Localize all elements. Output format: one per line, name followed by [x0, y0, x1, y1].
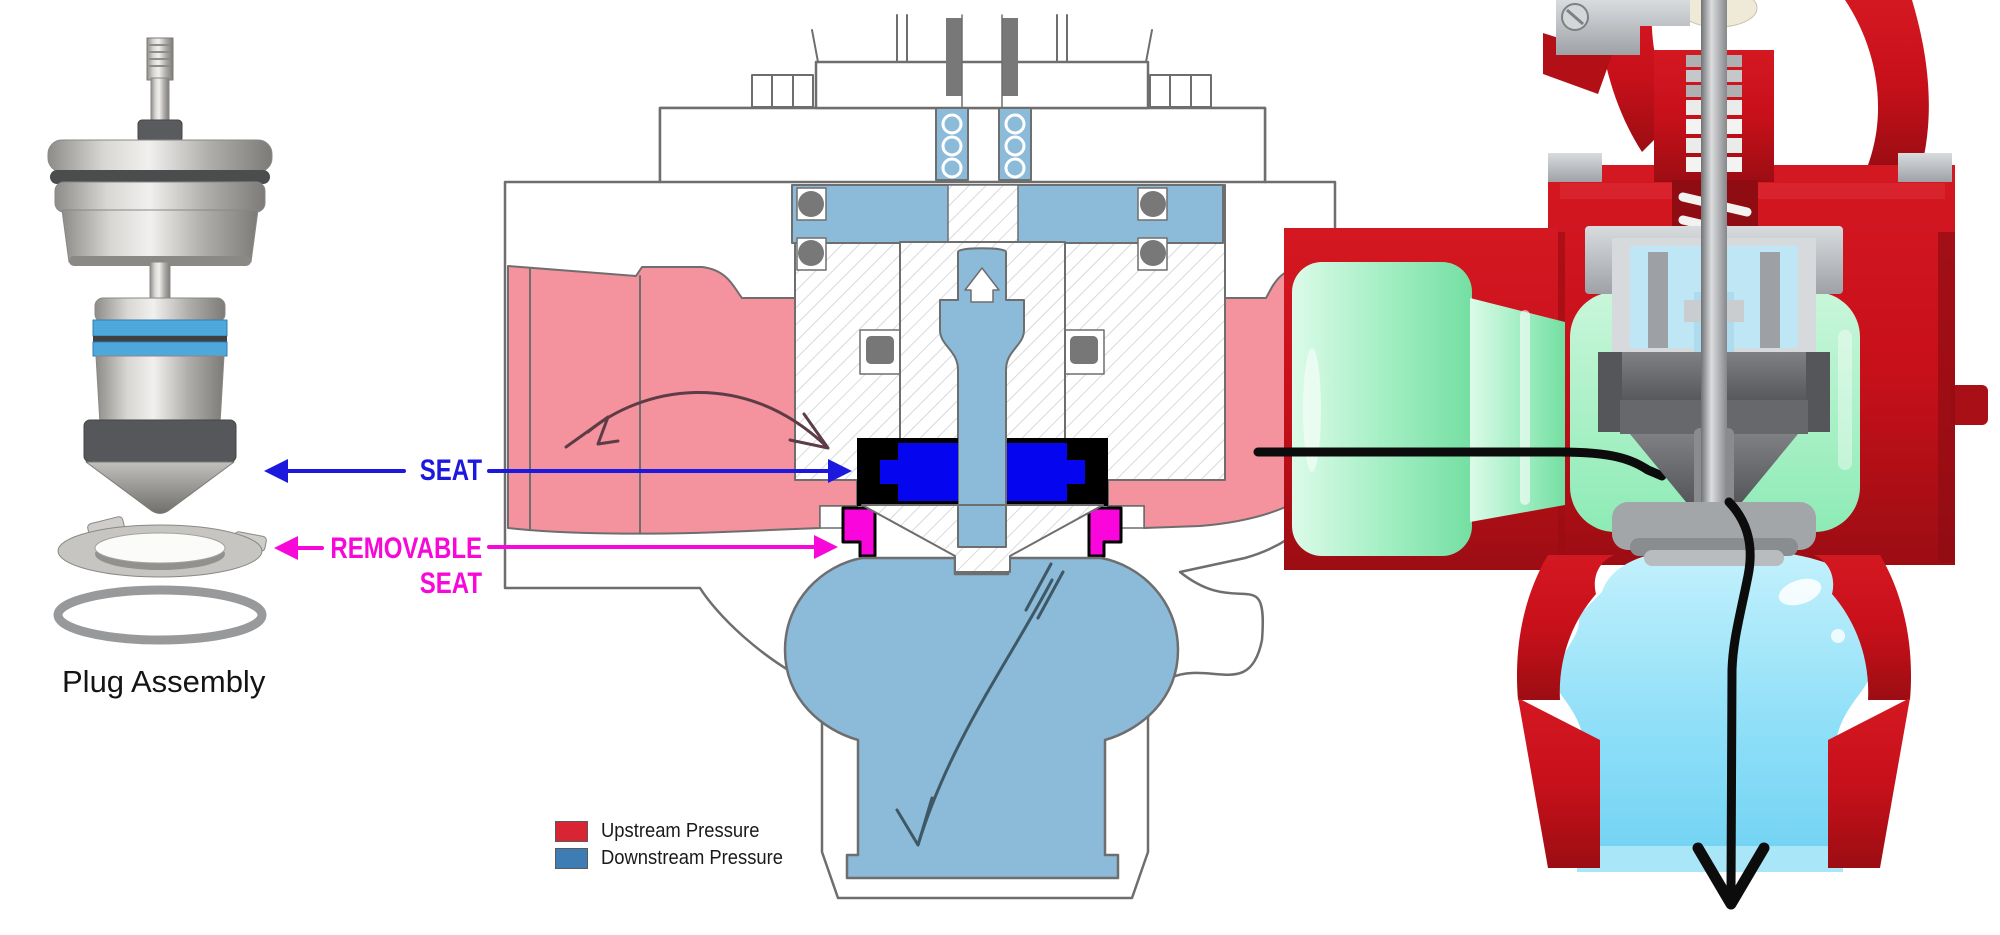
removable-seat-callout-label: REMOVABLE SEAT	[328, 531, 482, 601]
plug-blue-seal-ring-1	[92, 319, 228, 337]
downstream-color-swatch	[555, 847, 588, 869]
cutaway-inlet	[1284, 228, 1565, 570]
bonnet-o-rings	[796, 187, 1168, 271]
valve-cross-section-diagram	[264, 14, 1337, 900]
cutaway-lever-bracket	[1556, 0, 1690, 55]
legend-row-upstream: Upstream Pressure	[555, 820, 799, 842]
seat-ring-section	[857, 438, 1108, 506]
downstream-legend-label: Downstream Pressure	[601, 846, 784, 869]
downstream-flow-arrow	[895, 562, 1065, 847]
stem-springs	[935, 107, 1032, 181]
pressure-legend: Upstream Pressure Downstream Pressure	[555, 820, 799, 874]
removable-seat-pointer-arrows	[274, 535, 838, 560]
bonnet-hex-bolts	[751, 74, 1212, 108]
spring-housing-cap	[814, 60, 1150, 110]
plug-retaining-ring	[57, 516, 267, 578]
upstream-legend-label: Upstream Pressure	[601, 819, 760, 842]
outlet-flow-arrow	[1692, 497, 1770, 910]
seat-callout-label: SEAT	[419, 454, 482, 487]
upstream-pressure-region-left	[507, 265, 858, 535]
cutaway-stem	[1701, 0, 1727, 515]
plug-seating-band	[83, 419, 237, 463]
removable-seat-line1: REMOVABLE	[330, 532, 482, 565]
cutaway-outlet-legs-red	[1516, 555, 1912, 868]
plug-body	[83, 297, 237, 514]
plug-cone-tip	[85, 461, 235, 514]
inlet-flow-line	[1253, 447, 1667, 481]
plug-gasket-ring	[53, 585, 267, 645]
legend-row-downstream: Downstream Pressure	[555, 847, 799, 869]
upstream-color-swatch	[555, 820, 588, 842]
seat-pointer-arrows	[264, 459, 852, 483]
plug-blue-seal-ring-2	[92, 341, 228, 357]
upstream-flow-arrow	[564, 390, 830, 450]
stem-core-blue	[939, 247, 1025, 546]
downstream-pressure-region	[783, 556, 1180, 880]
removable-seat-line2: SEAT	[419, 567, 482, 600]
plug-assembly-photo	[47, 37, 273, 645]
plug-mid-stem	[149, 261, 171, 303]
cage-seal-squares	[859, 329, 1105, 375]
plug-assembly-caption: Plug Assembly	[62, 664, 266, 699]
plug-stem	[137, 37, 183, 143]
plug-top-disc-stack	[47, 139, 273, 266]
valve-3d-cutaway	[1253, 0, 1988, 910]
valve-stem-top	[946, 14, 1018, 109]
